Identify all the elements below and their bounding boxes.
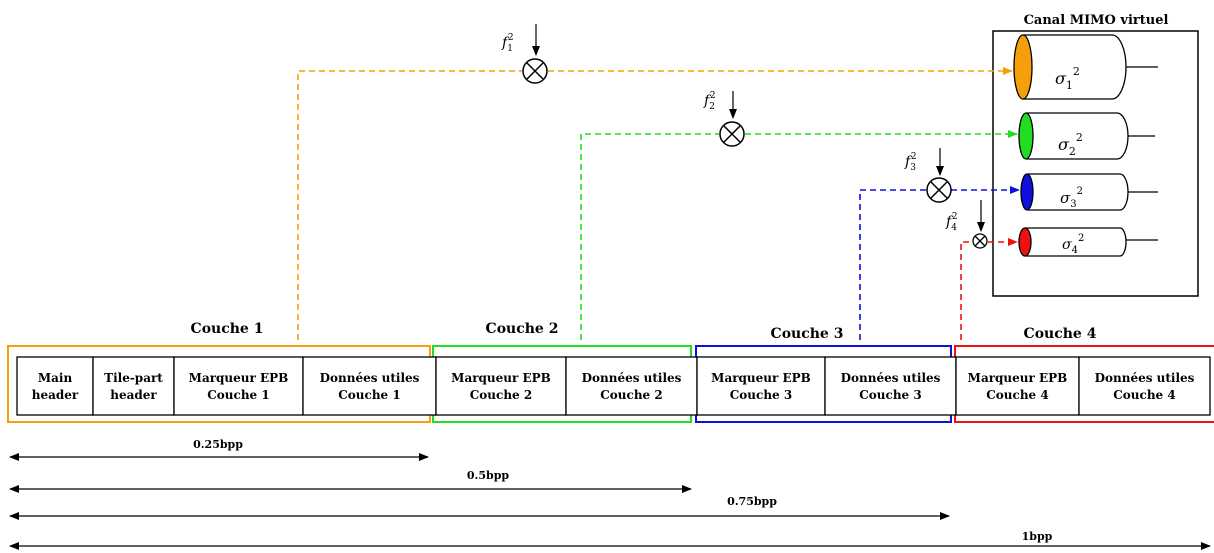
cell-epb-marker-layer-1: Marqueur EPB Couche 1 bbox=[173, 356, 304, 416]
cell-epb-marker-layer-4: Marqueur EPB Couche 4 bbox=[955, 356, 1080, 416]
multiplier-4 bbox=[972, 200, 988, 249]
cell-line-2: Couche 2 bbox=[470, 388, 532, 402]
gain-label-1: f12 bbox=[501, 33, 514, 54]
rate-label-1: 0.25bpp bbox=[193, 438, 243, 451]
cell-line-1: Tile-part bbox=[104, 371, 163, 385]
cell-line-1: Données utiles bbox=[582, 371, 682, 385]
channel-variance-3: σ32 bbox=[1060, 186, 1083, 210]
channel-variance-1: σ12 bbox=[1055, 65, 1080, 92]
mimo-title: Canal MIMO virtuel bbox=[1024, 13, 1169, 28]
rate-label-4: 1bpp bbox=[1022, 530, 1053, 543]
feed-path-layer-2 bbox=[580, 133, 719, 340]
cell-line-1: Données utiles bbox=[320, 371, 420, 385]
cell-line-1: Marqueur EPB bbox=[189, 371, 289, 385]
layer-label-3: Couche 3 bbox=[771, 326, 844, 342]
cell-line-2: header bbox=[110, 388, 157, 402]
cell-line-1: Données utiles bbox=[1095, 371, 1195, 385]
gain-label-3: f32 bbox=[904, 152, 917, 173]
rate-label-3: 0.75bpp bbox=[727, 495, 777, 508]
channel-cylinder-4 bbox=[1018, 227, 1158, 257]
cell-line-2: header bbox=[32, 388, 79, 402]
feed-path-layer-1 bbox=[297, 70, 522, 340]
gain-label-4: f42 bbox=[945, 212, 958, 233]
multiplier-1 bbox=[522, 24, 548, 84]
layer-label-4: Couche 4 bbox=[1024, 326, 1097, 342]
cell-line-1: Marqueur EPB bbox=[968, 371, 1068, 385]
channel-variance-4: σ42 bbox=[1062, 233, 1084, 256]
feed-path-layer-3 bbox=[859, 189, 927, 340]
cell-line-2: Couche 2 bbox=[600, 388, 662, 402]
mimo-channel-box bbox=[992, 30, 1199, 297]
rate-label-2: 0.5bpp bbox=[467, 469, 510, 482]
cell-line-2: Couche 4 bbox=[986, 388, 1048, 402]
cell-line-1: Marqueur EPB bbox=[711, 371, 811, 385]
gain-label-2: f22 bbox=[703, 91, 716, 112]
cell-epb-marker-layer-2: Marqueur EPB Couche 2 bbox=[435, 356, 567, 416]
cell-main-header: Main header bbox=[16, 356, 94, 416]
multiplier-2 bbox=[719, 91, 745, 147]
channel-cylinder-2 bbox=[1018, 112, 1155, 160]
channel-cylinder-1 bbox=[1013, 34, 1158, 100]
cell-line-1: Main bbox=[38, 371, 73, 385]
feed-path-layer-4 bbox=[960, 241, 973, 340]
channel-cylinder-3 bbox=[1020, 173, 1158, 211]
multiplier-3 bbox=[926, 148, 952, 203]
cell-line-2: Couche 3 bbox=[859, 388, 921, 402]
cell-line-1: Données utiles bbox=[841, 371, 941, 385]
cell-line-2: Couche 4 bbox=[1113, 388, 1175, 402]
channel-variance-2: σ22 bbox=[1058, 131, 1083, 158]
cell-epb-marker-layer-3: Marqueur EPB Couche 3 bbox=[696, 356, 826, 416]
layer-label-2: Couche 2 bbox=[486, 321, 559, 337]
codestream-row: Main header Tile-part header Marqueur EPB Cou… bbox=[16, 356, 1211, 416]
cell-line-2: Couche 3 bbox=[730, 388, 792, 402]
cell-tile-part-header: Tile-part header bbox=[92, 356, 175, 416]
layer-label-1: Couche 1 bbox=[191, 321, 264, 337]
cell-line-2: Couche 1 bbox=[338, 388, 400, 402]
cell-line-1: Marqueur EPB bbox=[451, 371, 551, 385]
cell-line-2: Couche 1 bbox=[207, 388, 269, 402]
